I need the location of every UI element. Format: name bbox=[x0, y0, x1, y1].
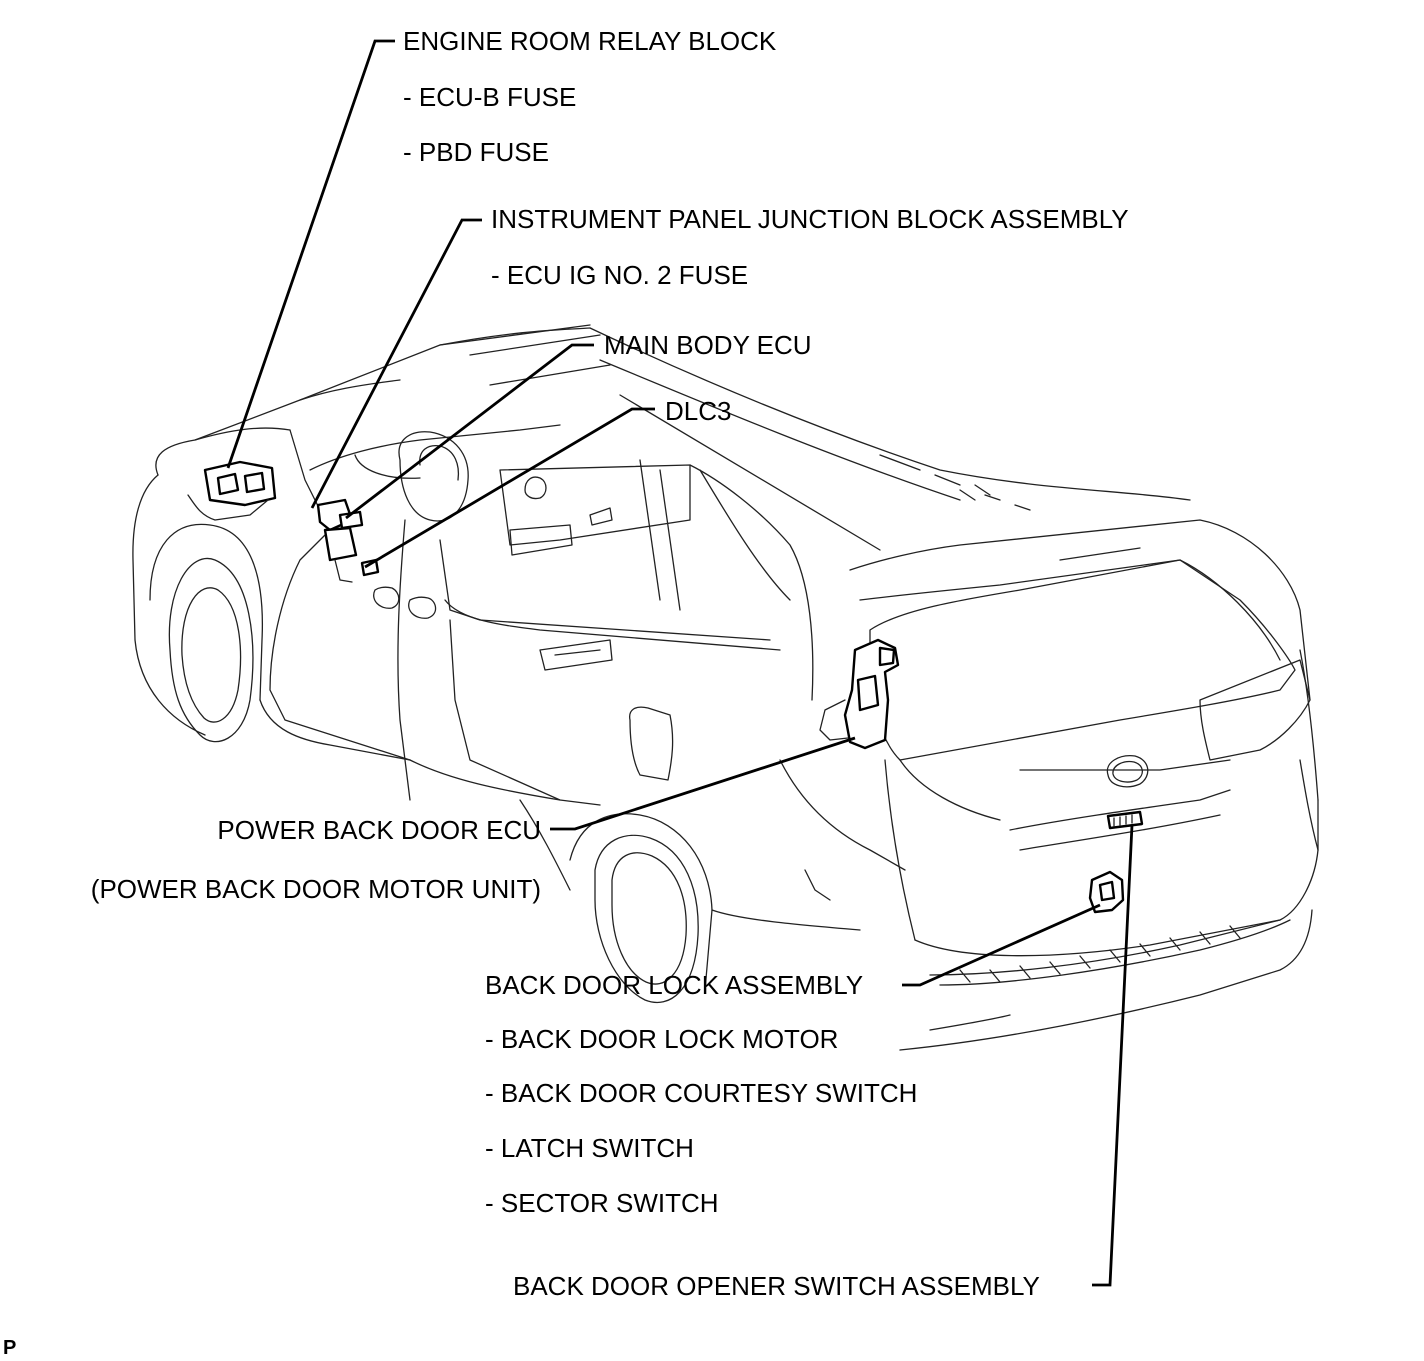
leader-back-door-opener-switch bbox=[1092, 824, 1134, 1287]
label-instrument-panel-junction-block: INSTRUMENT PANEL JUNCTION BLOCK ASSEMBLY bbox=[491, 204, 1129, 234]
leader-back-door-lock-assembly bbox=[902, 903, 1101, 987]
leader-instrument-panel-junction-block bbox=[310, 218, 482, 509]
label-dlc3: DLC3 bbox=[665, 396, 732, 426]
label-engine-room-relay-block: ENGINE ROOM RELAY BLOCK bbox=[403, 26, 777, 56]
label-latch-switch: - LATCH SWITCH bbox=[485, 1133, 694, 1163]
label-back-door-lock-assembly: BACK DOOR LOCK ASSEMBLY bbox=[485, 970, 864, 1000]
label-ecu-b-fuse: - ECU-B FUSE bbox=[403, 82, 577, 112]
label-back-door-opener-switch-assembly: BACK DOOR OPENER SWITCH ASSEMBLY bbox=[513, 1271, 1040, 1301]
leader-dlc3 bbox=[364, 407, 655, 569]
label-back-door-courtesy-switch: - BACK DOOR COURTESY SWITCH bbox=[485, 1078, 918, 1108]
leader-engine-room-relay-block bbox=[226, 39, 395, 469]
label-pbd-fuse: - PBD FUSE bbox=[403, 137, 549, 167]
label-ecu-ig-no2-fuse: - ECU IG NO. 2 FUSE bbox=[491, 260, 749, 290]
label-power-back-door-ecu: POWER BACK DOOR ECU bbox=[217, 815, 541, 845]
leader-main-body-ecu bbox=[345, 343, 594, 520]
label-back-door-lock-motor: - BACK DOOR LOCK MOTOR bbox=[485, 1024, 839, 1054]
leader-lines bbox=[226, 39, 1134, 1287]
engine-room-relay-block-part bbox=[187, 460, 277, 521]
corner-mark: P bbox=[3, 1337, 17, 1359]
label-sector-switch: - SECTOR SWITCH bbox=[485, 1188, 719, 1218]
back-door-opener-switch-part bbox=[1106, 810, 1144, 830]
dlc3-part bbox=[360, 558, 380, 577]
label-power-back-door-motor-unit: (POWER BACK DOOR MOTOR UNIT) bbox=[90, 874, 541, 904]
back-door-lock-part bbox=[1088, 870, 1125, 914]
leader-power-back-door-ecu bbox=[550, 736, 856, 831]
power-back-door-motor-part bbox=[819, 638, 900, 750]
label-main-body-ecu: MAIN BODY ECU bbox=[604, 330, 812, 360]
vehicle-outline bbox=[132, 324, 1319, 1051]
